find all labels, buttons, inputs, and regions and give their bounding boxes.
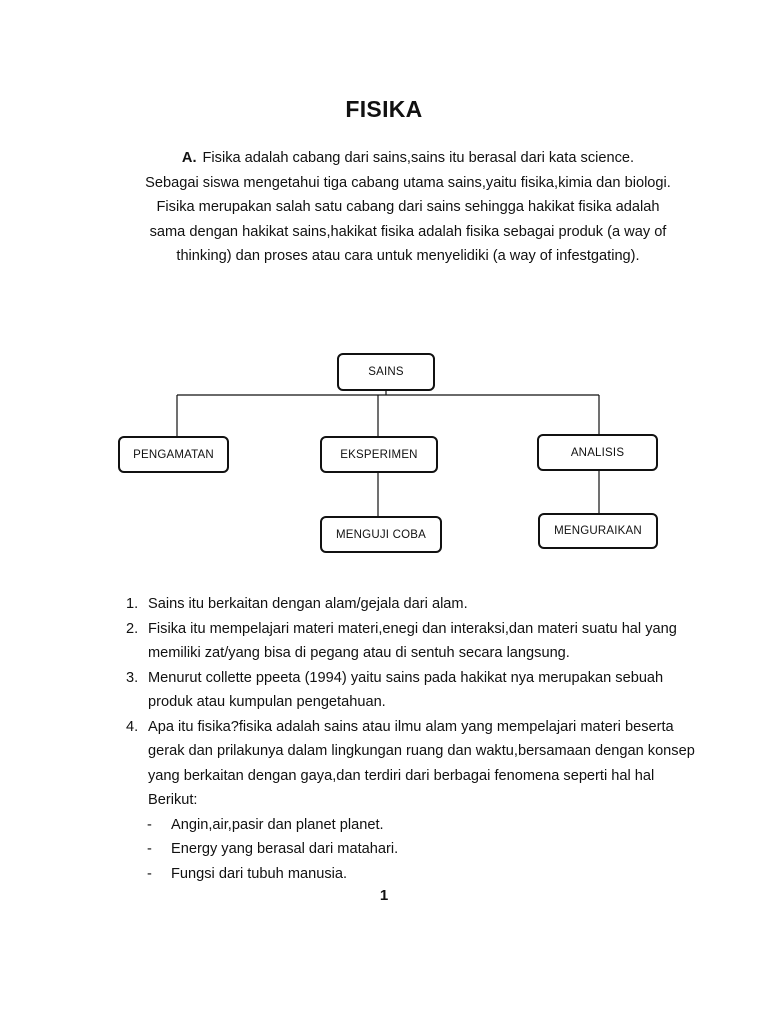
section-marker: A. [181,150,197,166]
intro-paragraph-2: Sebagai siswa mengetahui tiga cabang uta… [145,174,671,191]
sains-diagram: SAINS PENGAMATAN EKSPERIMEN ANALISIS MEN… [0,340,768,570]
node-eksperimen: EKSPERIMEN [320,436,438,473]
page-title: FISIKA [345,96,423,122]
list-item: 3. Menurut collette ppeeta (1994) yaitu … [118,666,698,715]
list-item-text: Sains itu berkaitan dengan alam/gejala d… [148,596,468,612]
node-sains: SAINS [337,353,435,391]
list-number: 2. [126,620,139,637]
list-number: 4. [126,718,139,735]
node-menguraikan: MENGURAIKAN [538,513,658,549]
list-number: 3. [126,669,139,686]
list-item-text: Menurut collette ppeeta (1994) yaitu sai… [148,669,664,711]
node-menguji-coba: MENGUJI COBA [320,516,442,553]
sublist-item-text: Angin,air,pasir dan planet planet. [171,816,384,833]
page-number: 1 [379,887,389,904]
list-number: 1. [126,596,139,612]
node-pengamatan: PENGAMATAN [118,436,229,473]
intro-paragraph-3: Fisika merupakan salah satu cabang dari … [149,199,667,264]
sublist-dash: - [147,865,152,882]
diagram-connectors [176,391,600,516]
list-item: 4. Apa itu fisika?fisika adalah sains at… [118,715,698,813]
sublist-dash: - [147,816,152,833]
sublist-item-text: Fungsi dari tubuh manusia. [171,865,348,882]
sublist-item: - Energy yang berasal dari matahari. [118,837,698,862]
numbered-list: 1. Sains itu berkaitan dengan alam/gejal… [118,592,698,886]
list-item-text: Fisika itu mempelajari materi materi,ene… [148,620,677,662]
list-item-text: Apa itu fisika?fisika adalah sains atau … [148,718,695,809]
node-analisis: ANALISIS [537,434,658,471]
sublist-item: - Angin,air,pasir dan planet planet. [118,813,698,838]
list-item: 2. Fisika itu mempelajari materi materi,… [118,617,698,666]
sublist-dash: - [147,841,152,857]
list-item: 1. Sains itu berkaitan dengan alam/gejal… [118,592,698,617]
sublist-item-text: Energy yang berasal dari matahari. [171,841,399,857]
intro-section: A. Fisika adalah cabang dari sains,sains … [138,146,678,269]
intro-line-1: Fisika adalah cabang dari sains,sains it… [202,150,635,166]
sublist-item: - Fungsi dari tubuh manusia. [118,862,698,887]
intro-paragraph-1: A. Fisika adalah cabang dari sains,sains … [138,146,678,171]
